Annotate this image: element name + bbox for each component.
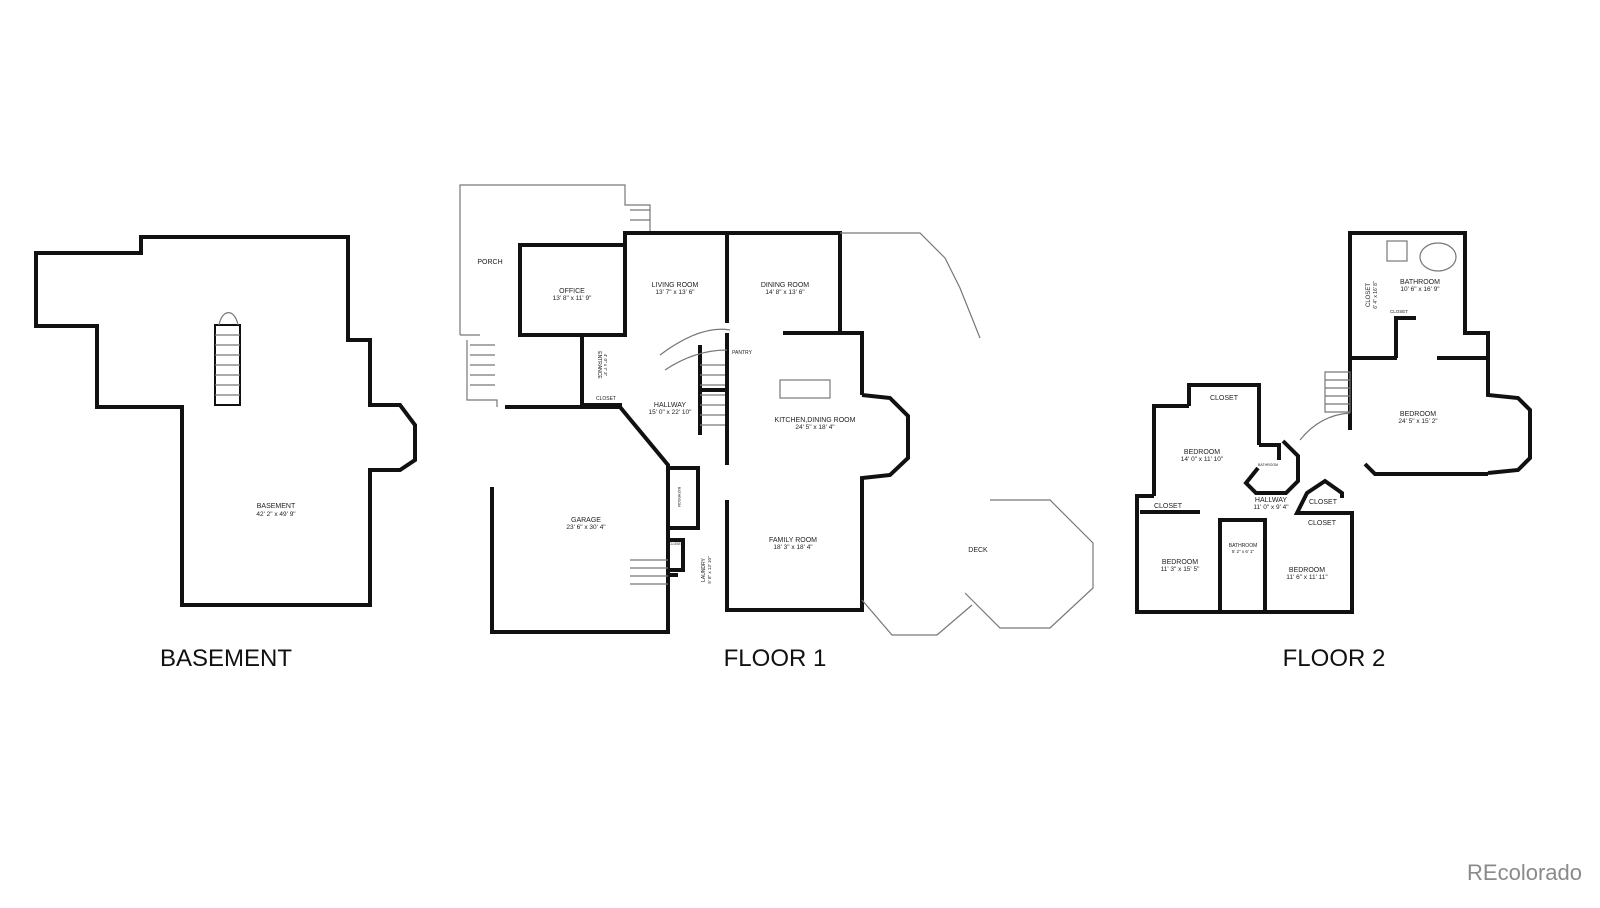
room-dims: 13' 8" x 11' 9" bbox=[553, 295, 592, 302]
room-dims: 4' 0" x 7' 3" bbox=[603, 354, 608, 377]
floor1-title: FLOOR 1 bbox=[724, 645, 827, 672]
main-walls bbox=[490, 231, 864, 634]
deck-outline bbox=[840, 232, 1094, 636]
room-name: BEDROOM bbox=[1184, 449, 1220, 456]
room-name: BATHROOM bbox=[677, 487, 681, 507]
room-name: BATHROOM bbox=[1258, 463, 1278, 467]
room-dims: 11' 0" x 9' 4" bbox=[1253, 504, 1289, 511]
room-dims: 23' 6" x 30' 4" bbox=[566, 524, 606, 531]
room-name: ENTRANCE bbox=[596, 351, 602, 379]
room-name: BEDROOM bbox=[1289, 567, 1325, 574]
floor1-plan: PORCH OFFICE 13' 8" x 11' 9" LIVING ROOM… bbox=[459, 184, 1094, 672]
basement-title: BASEMENT bbox=[160, 645, 292, 672]
room-name: DECK bbox=[968, 547, 988, 554]
room-dims: 24' 5" x 15' 2" bbox=[1398, 418, 1438, 425]
room-dims: 42' 2" x 49' 9" bbox=[256, 511, 296, 518]
room-name: CLOSET bbox=[1210, 395, 1239, 402]
room-dims: 15' 0" x 22' 10" bbox=[649, 409, 693, 416]
room-name: PORCH bbox=[477, 259, 502, 266]
room-name: BASEMENT bbox=[257, 503, 296, 510]
master-walls bbox=[1348, 231, 1532, 476]
room-name: CLOSET bbox=[1390, 309, 1408, 314]
left-walls bbox=[1135, 383, 1354, 614]
room-dims: 11' 3" x 15' 5" bbox=[1161, 566, 1200, 573]
room-name: LAUNDRY bbox=[701, 557, 707, 581]
room-name: FAMILY ROOM bbox=[769, 537, 817, 544]
room-dims: 13' 7" x 13' 6" bbox=[655, 289, 695, 296]
room-name: CLOSET bbox=[1308, 520, 1337, 527]
room-dims: 24' 5" x 18' 4" bbox=[795, 424, 835, 431]
room-dims: 14' 8" x 13' 6" bbox=[765, 289, 805, 296]
basement-walls bbox=[34, 235, 417, 607]
room-name: CLOSET bbox=[1154, 503, 1183, 510]
room-name: CLOSET bbox=[669, 542, 684, 546]
kitchen-family-walls bbox=[698, 333, 910, 612]
office-walls bbox=[518, 243, 627, 337]
room-name: DINING ROOM bbox=[761, 282, 809, 289]
floor2-title: FLOOR 2 bbox=[1283, 645, 1386, 672]
room-name: BATHROOM bbox=[1229, 543, 1258, 549]
floor2-plan: CLOSET 6' 4" x 16' 8" BATHROOM 10' 6" x … bbox=[1135, 231, 1532, 672]
room-dims: 18' 3" x 18' 4" bbox=[773, 544, 813, 551]
room-name: LIVING ROOM bbox=[652, 282, 699, 289]
room-name: GARAGE bbox=[571, 517, 601, 524]
room-name: BEDROOM bbox=[1162, 559, 1198, 566]
room-name: HALLWAY bbox=[654, 402, 686, 409]
room-dims: 14' 0" x 11' 10" bbox=[1181, 456, 1224, 463]
room-name: HALLWAY bbox=[1255, 497, 1287, 504]
room-name: OFFICE bbox=[559, 288, 585, 295]
room-name: BEDROOM bbox=[1400, 411, 1436, 418]
room-name: CLOSET bbox=[1366, 283, 1372, 307]
room-dims: 5' 8" x 13' 10" bbox=[707, 556, 712, 584]
basement-stairs bbox=[214, 312, 241, 406]
room-name: CLOSET bbox=[1309, 499, 1338, 506]
room-dims: 10' 6" x 16' 9" bbox=[1400, 286, 1440, 293]
room-name: CLOSET bbox=[596, 396, 616, 402]
room-name: PANTRY bbox=[732, 350, 752, 356]
room-dims: 6' 4" x 16' 8" bbox=[1373, 281, 1379, 309]
basement-plan: BASEMENT 42' 2" x 49' 9" BASEMENT bbox=[34, 235, 417, 672]
watermark-logo: REcolorado bbox=[1467, 860, 1582, 885]
room-name: BATHROOM bbox=[1400, 279, 1440, 286]
room-dims: 5' 2" x 6' 1" bbox=[1232, 549, 1255, 554]
room-dims: 11' 6" x 11' 11" bbox=[1286, 574, 1328, 581]
room-name: KITCHEN,DINING ROOM bbox=[775, 417, 856, 424]
